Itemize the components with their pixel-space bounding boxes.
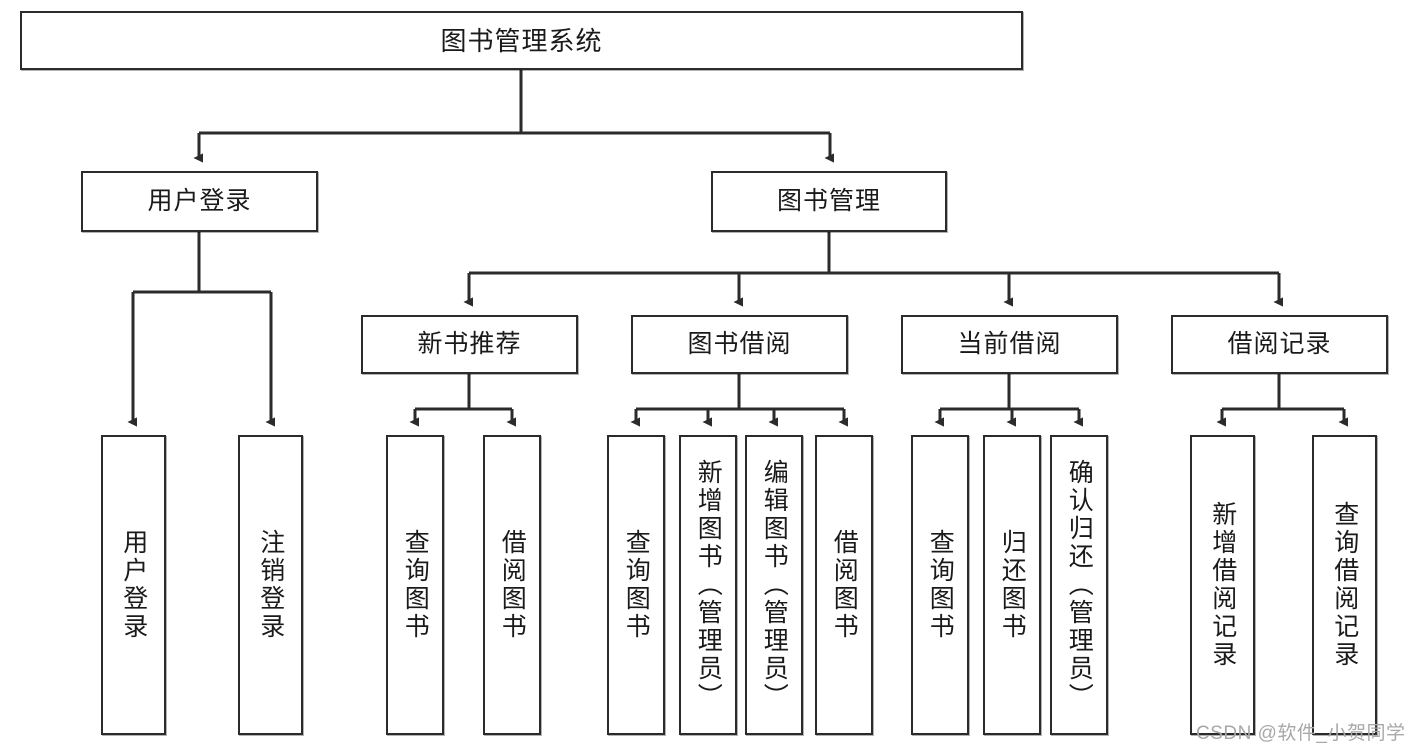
node-leaf-user-login[interactable]: 用户登录 <box>101 435 166 735</box>
leaf-label: 借阅图书 <box>498 529 527 641</box>
leaf-label: 新增图书（管理员） <box>694 459 723 711</box>
node-leaf-query-book-borrow[interactable]: 查询图书 <box>607 435 665 735</box>
leaf-label: 注销登录 <box>256 529 285 641</box>
node-leaf-add-book-admin[interactable]: 新增图书（管理员） <box>679 435 737 735</box>
node-book-borrow[interactable]: 图书借阅 <box>631 315 848 374</box>
leaf-label: 新增借阅记录 <box>1208 501 1237 669</box>
node-leaf-query-book-recommend[interactable]: 查询图书 <box>386 435 444 735</box>
node-leaf-edit-book-admin[interactable]: 编辑图书（管理员） <box>745 435 803 735</box>
leaf-label: 编辑图书（管理员） <box>760 459 789 711</box>
leaf-label: 查询图书 <box>401 529 430 641</box>
node-borrow-record[interactable]: 借阅记录 <box>1171 315 1388 374</box>
leaf-label: 查询借阅记录 <box>1330 501 1359 669</box>
leaf-label: 归还图书 <box>998 529 1027 641</box>
node-leaf-borrow-book-recommend[interactable]: 借阅图书 <box>483 435 541 735</box>
node-current-borrow[interactable]: 当前借阅 <box>901 315 1118 374</box>
node-leaf-return-book[interactable]: 归还图书 <box>983 435 1041 735</box>
node-root-system[interactable]: 图书管理系统 <box>20 11 1023 70</box>
node-leaf-query-borrow-record[interactable]: 查询借阅记录 <box>1312 435 1377 735</box>
node-new-book-recommend[interactable]: 新书推荐 <box>361 315 578 374</box>
node-leaf-query-book-current[interactable]: 查询图书 <box>911 435 969 735</box>
leaf-label: 用户登录 <box>119 529 148 641</box>
csdn-watermark: CSDN @软件_小贺同学 <box>1196 723 1405 744</box>
node-book-management[interactable]: 图书管理 <box>711 171 947 232</box>
node-user-login[interactable]: 用户登录 <box>81 171 318 232</box>
node-leaf-borrow-book[interactable]: 借阅图书 <box>815 435 873 735</box>
node-leaf-add-borrow-record[interactable]: 新增借阅记录 <box>1190 435 1255 735</box>
leaf-label: 确认归还（管理员） <box>1065 459 1094 711</box>
node-leaf-logout[interactable]: 注销登录 <box>238 435 303 735</box>
leaf-label: 借阅图书 <box>830 529 859 641</box>
node-leaf-confirm-return-admin[interactable]: 确认归还（管理员） <box>1050 435 1108 735</box>
leaf-label: 查询图书 <box>622 529 651 641</box>
leaf-label: 查询图书 <box>926 529 955 641</box>
